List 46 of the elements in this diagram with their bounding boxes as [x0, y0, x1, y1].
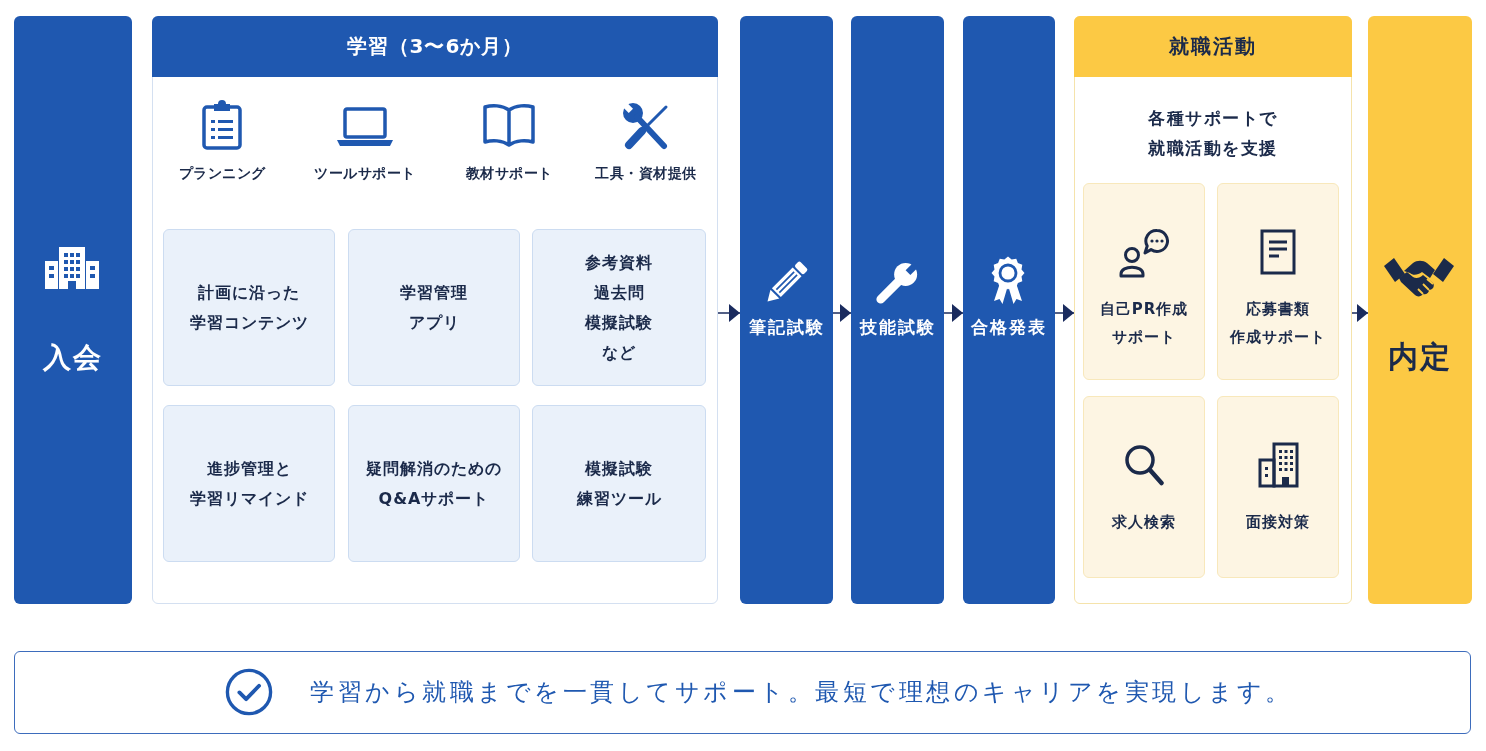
message-banner: [14, 651, 1471, 734]
stage-label: 入会: [43, 341, 103, 375]
support-card: [1217, 183, 1339, 380]
feature-text: 疑問解消のためのQ&Aサポート: [366, 457, 502, 510]
stage-column: [740, 16, 833, 604]
feature-card: [163, 405, 335, 562]
arrow: [832, 304, 852, 322]
feature-card: [532, 229, 706, 386]
arrow: [943, 304, 964, 322]
support-text: 応募書類作成サポート: [1230, 299, 1326, 348]
banner-text: 学習から就職までを一貫してサポート。最短で理想のキャリアを実現します。: [310, 677, 1293, 708]
feature-text: 学習管理アプリ: [400, 281, 468, 334]
icon-caption: 工具・資材提供: [595, 165, 697, 183]
icon-caption: 教材サポート: [465, 165, 553, 183]
feature-card: [348, 405, 520, 562]
support-card: [1083, 183, 1205, 380]
icon-caption: プランニング: [178, 165, 266, 183]
stage-label: 内定: [1388, 339, 1452, 375]
arrow: [1054, 304, 1075, 322]
panel-subtitle: 各種サポートで就職活動を支援: [1148, 107, 1278, 160]
feature-card: [163, 229, 335, 386]
stage-panel: [152, 16, 718, 604]
feature-text: 計画に沿った学習コンテンツ: [189, 281, 309, 334]
goal-column: [1368, 16, 1472, 604]
stage-column: [963, 16, 1055, 604]
support-card: [1217, 396, 1339, 578]
stage-label: 技能試験: [859, 316, 936, 338]
feature-text: 参考資料過去問模擬試験など: [585, 251, 653, 364]
icon-caption: ツールサポート: [314, 165, 416, 183]
support-text: 求人検索: [1112, 512, 1176, 533]
panel-title: 就職活動: [1169, 33, 1257, 60]
stage-column: [851, 16, 944, 604]
stage-label: 筆記試験: [748, 316, 825, 338]
stage-panel: [1074, 16, 1352, 604]
feature-card: [348, 229, 520, 386]
feature-card: [532, 405, 706, 562]
support-text: 面接対策: [1246, 512, 1310, 533]
stage-label: 合格発表: [971, 316, 1047, 338]
arrow: [717, 304, 741, 322]
support-card: [1083, 396, 1205, 578]
arrow: [1351, 304, 1369, 322]
feature-text: 進捗管理と学習リマインド: [189, 457, 309, 510]
support-text: 自己PR作成サポート: [1099, 299, 1189, 348]
panel-title: 学習（3〜6か月）: [346, 33, 524, 60]
stage-column: [14, 16, 132, 604]
feature-text: 模擬試験練習ツール: [576, 457, 662, 510]
